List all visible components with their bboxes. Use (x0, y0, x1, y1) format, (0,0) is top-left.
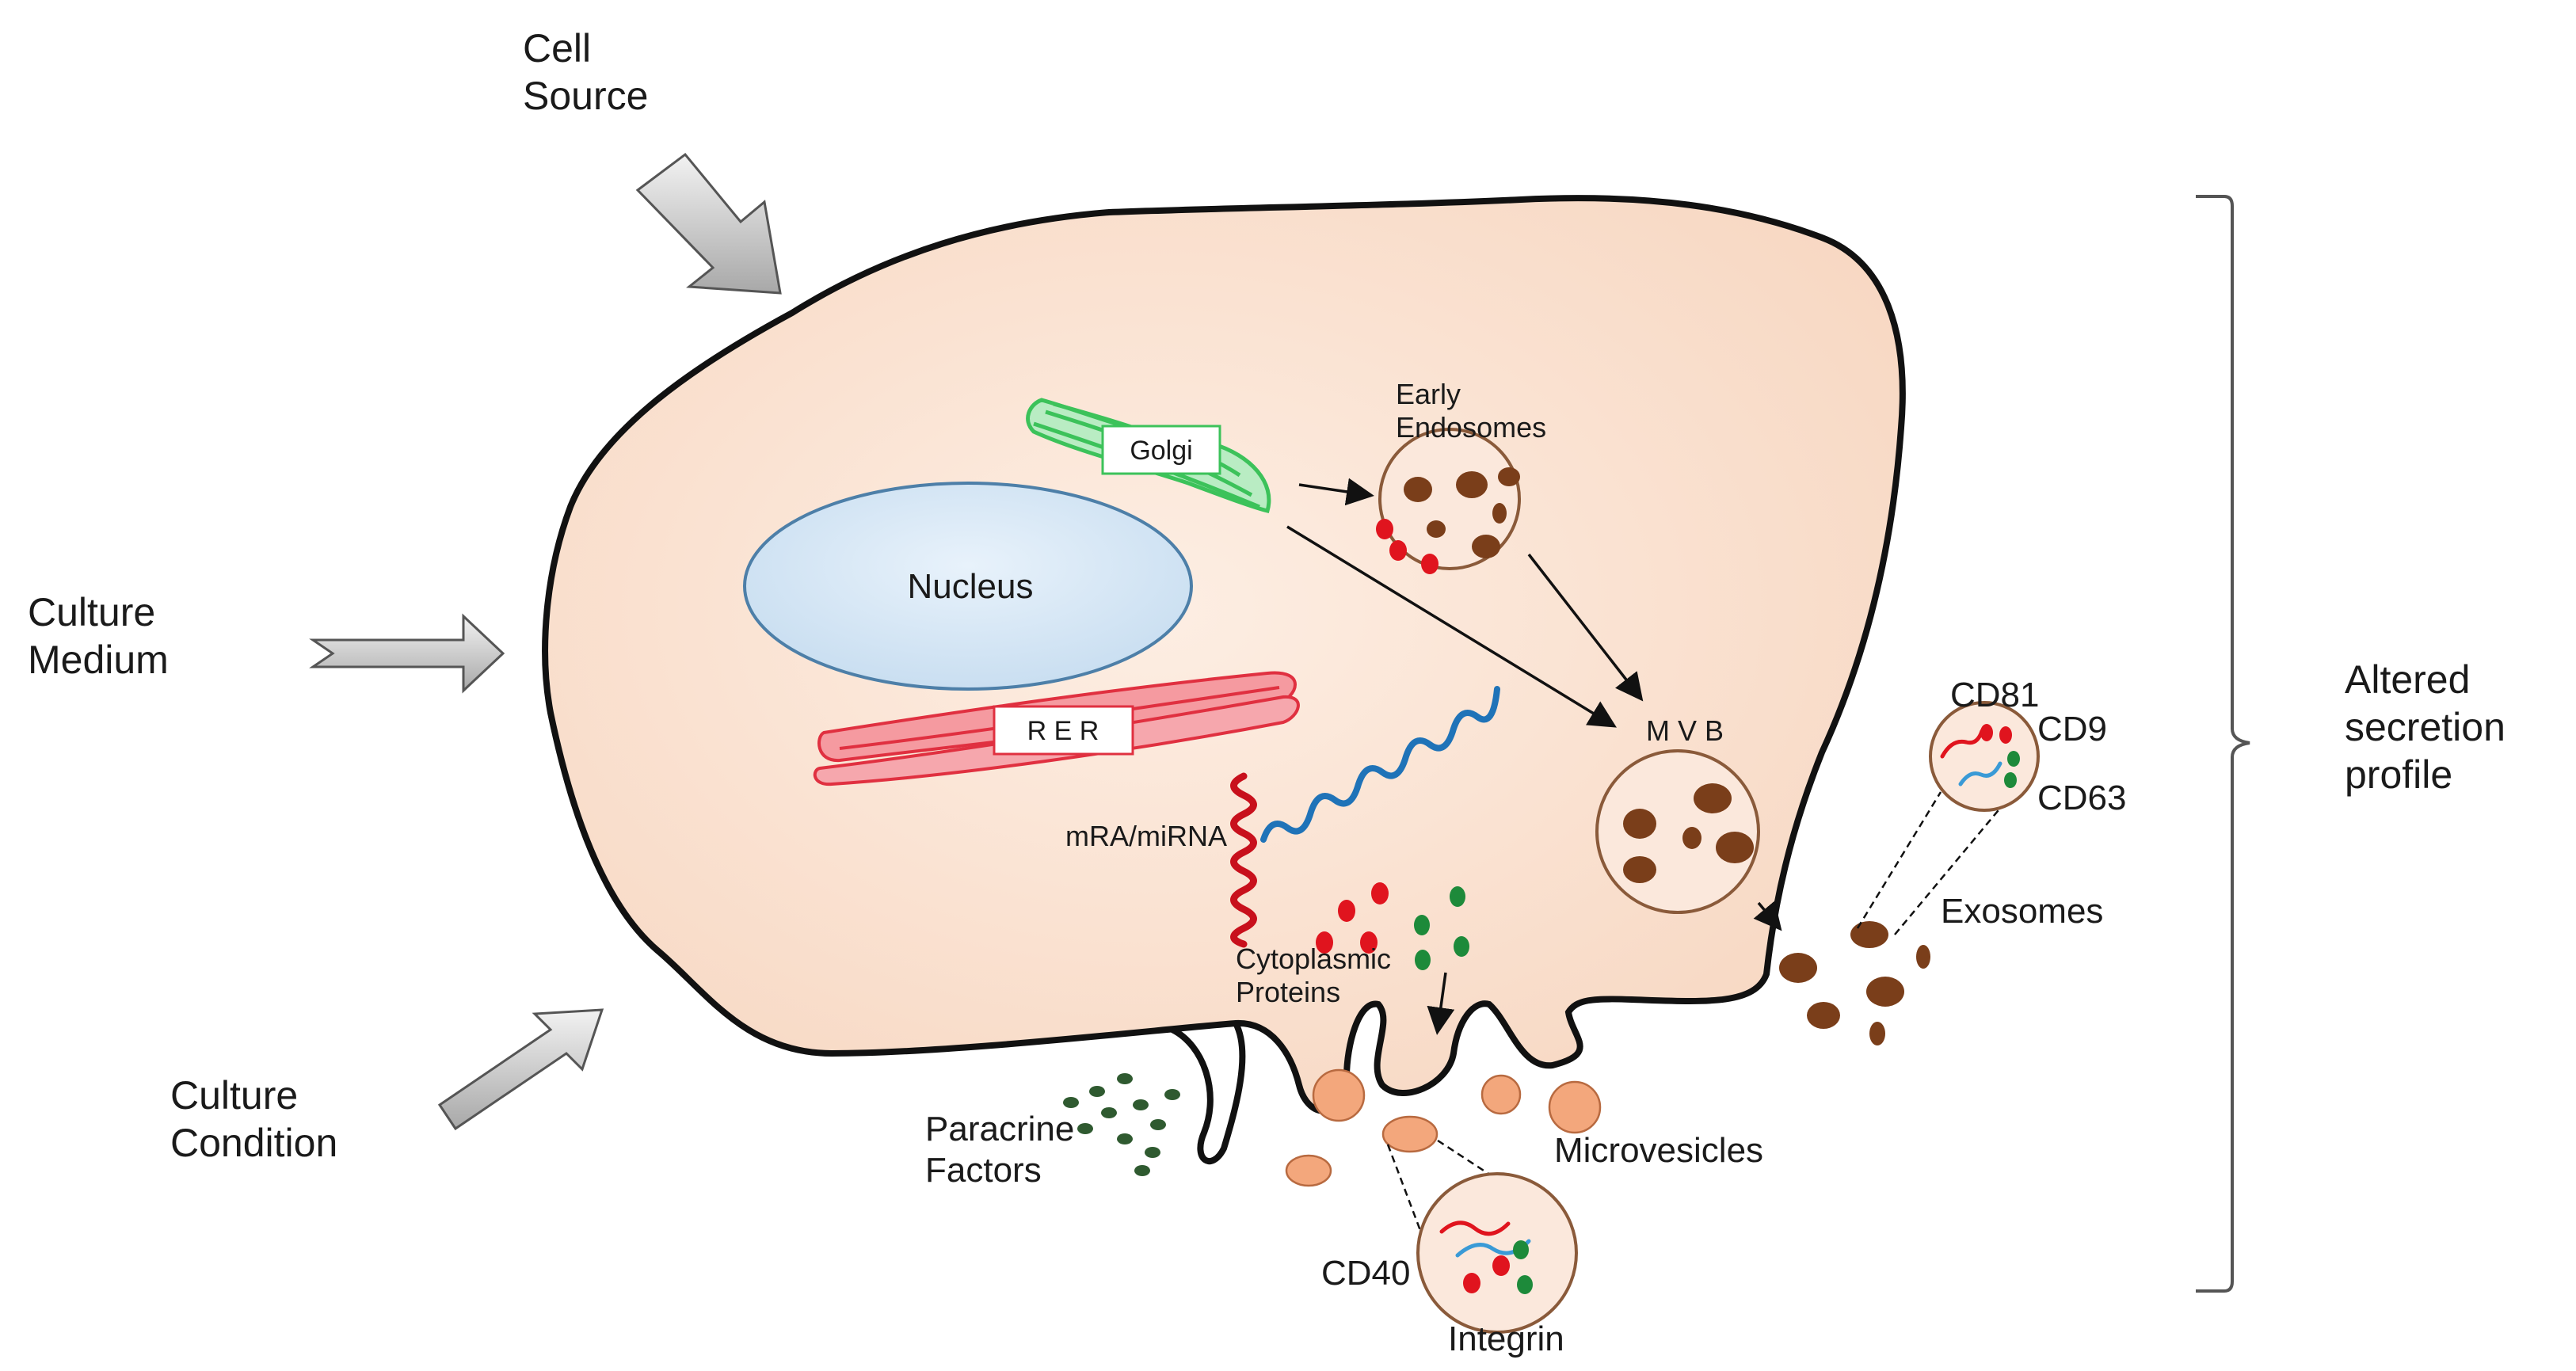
cd63-label: CD63 (2037, 779, 2127, 817)
microvesicle-zoom-proteins (1463, 1240, 1533, 1294)
microvesicle-zoom-rna-red (1439, 1221, 1511, 1236)
exosome-zoom-line-right (1894, 791, 2014, 935)
culture-condition-arrow (437, 1008, 604, 1131)
exosome-zoom-rna-blue (1958, 761, 2002, 786)
golgi-to-endosome-arrow (1298, 478, 1374, 506)
mrna-strand-blue (1260, 686, 1500, 843)
microvesicles (1285, 1068, 1602, 1187)
mvb-label: M V B (1646, 714, 1724, 747)
cd81-label: CD81 (1950, 676, 2040, 714)
mvb-vesicles (1623, 783, 1754, 883)
mirna-strand-red (1230, 772, 1257, 948)
cd40-label: CD40 (1321, 1254, 1411, 1293)
rer-label: R E R (1027, 716, 1099, 746)
endosome-vesicles (1404, 467, 1520, 558)
culture-medium-arrow (309, 613, 505, 694)
secretion-bracket (2196, 195, 2250, 1293)
exosome-zoom-circle (1929, 701, 2040, 812)
early-endosome (1378, 428, 1521, 570)
multivesicular-body (1595, 749, 1760, 914)
endosome-proteins (1376, 519, 1439, 574)
microvesicle-zoom-line-left (1386, 1144, 1443, 1288)
membrane-pocket (1171, 1022, 1246, 1165)
rer-box (993, 705, 1134, 756)
exosomes (1779, 921, 1930, 1045)
cytoplasmic-proteins-red (1316, 882, 1389, 954)
integrin-label: Integrin (1448, 1320, 1564, 1358)
exosome-zoom-proteins (1980, 724, 2020, 788)
protein-secretion-arrow (1427, 972, 1455, 1035)
cytoplasmic-proteins-green (1414, 886, 1469, 970)
exosome-zoom-rna-red (1940, 729, 1984, 759)
nucleus-label: Nucleus (908, 567, 1034, 606)
golgi-box (1101, 425, 1221, 475)
microvesicles-label: Microvesicles (1554, 1131, 1763, 1170)
cell-membrane (542, 195, 1906, 1114)
mvb-release-arrow (1753, 901, 1782, 931)
exosome-zoom-line-left (1856, 791, 1942, 929)
nucleus (743, 482, 1193, 691)
paracrine-factor-dots (1063, 1073, 1180, 1176)
cd9-label: CD9 (2037, 710, 2107, 748)
cell-source-arrow (635, 152, 782, 295)
endosome-to-mvb-arrow (1527, 553, 1644, 702)
mrna-label: mRA/miRNA (1065, 820, 1227, 852)
golgi-to-mvb-arrow (1286, 525, 1617, 728)
exosomes-label: Exosomes (1941, 892, 2103, 931)
golgi-label: Golgi (1130, 436, 1192, 466)
